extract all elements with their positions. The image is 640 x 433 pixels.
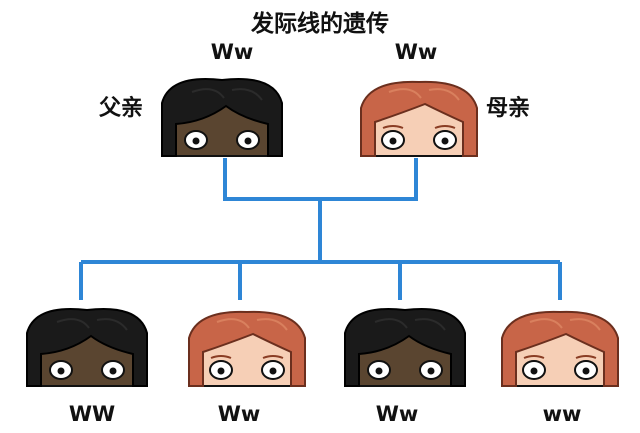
child-2-head [188, 310, 306, 387]
pedigree-lines [79, 158, 562, 300]
child-drop-lines [79, 262, 562, 300]
hair [344, 308, 466, 387]
pupil [217, 367, 225, 375]
father-genotype: Ww [210, 40, 254, 64]
pupil [530, 367, 538, 375]
eyebrow [382, 125, 404, 129]
pupil [269, 367, 277, 375]
hair [26, 308, 148, 387]
child-2-genotype: Ww [217, 402, 261, 426]
eyebrow [575, 355, 597, 359]
hair [161, 78, 283, 157]
mother-label: 母亲 [486, 96, 531, 121]
pupil [389, 137, 397, 145]
pupil [582, 367, 590, 375]
child-4-genotype: ww [542, 402, 582, 426]
child-1-head [26, 308, 148, 387]
pupil [375, 367, 383, 375]
hair-strands [191, 88, 263, 101]
father-label: 父亲 [99, 96, 144, 121]
hair-strands [216, 318, 288, 331]
child-3-genotype: Ww [375, 402, 419, 426]
hair-strands [374, 318, 446, 331]
hair [360, 80, 478, 157]
mother-head [360, 80, 478, 157]
mother-genotype: Ww [394, 40, 438, 64]
child-1-genotype: WW [68, 402, 116, 426]
eyebrow [523, 355, 545, 359]
father-head [161, 78, 283, 157]
child-3-head [344, 308, 466, 387]
hair-strands [56, 318, 128, 331]
eyebrow [262, 355, 284, 359]
child-4-head [501, 310, 619, 387]
hair [188, 310, 306, 387]
pupil [244, 137, 252, 145]
hair-strands [388, 88, 460, 101]
pupil [427, 367, 435, 375]
diagram-title: 发际线的遗传 [251, 11, 389, 37]
pupil [192, 137, 200, 145]
pupil [441, 137, 449, 145]
parent-connector-line [223, 158, 418, 201]
hair-strands [529, 318, 601, 331]
pupil [109, 367, 117, 375]
pupil [57, 367, 65, 375]
hair [501, 310, 619, 387]
eyebrow [434, 125, 456, 129]
eyebrow [210, 355, 232, 359]
